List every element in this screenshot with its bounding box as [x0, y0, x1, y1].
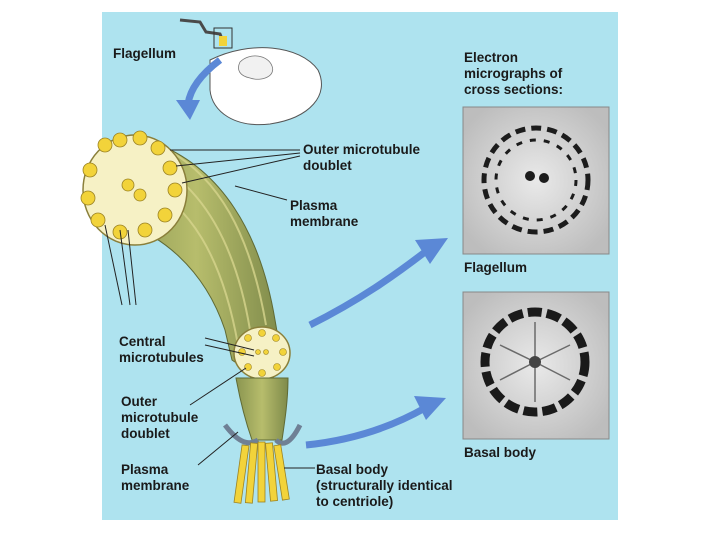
label-plasma-membrane-bottom: Plasma membrane [121, 462, 190, 493]
micrograph-flagellum [462, 106, 610, 255]
label-flagellum: Flagellum [113, 46, 177, 61]
flagellum-base-mark [219, 36, 227, 46]
cell-body [209, 47, 322, 126]
zoom-box [213, 27, 233, 49]
label-plasma-membrane-top: Plasma membrane [290, 198, 359, 229]
label-central-microtubules: Central microtubules [119, 334, 204, 365]
lower-shaft [235, 377, 289, 441]
arrow-to-flagellum-em [308, 249, 428, 329]
label-basal-body: Basal body (structurally identical to ce… [316, 462, 453, 509]
label-outer-doublet-top: Outer microtubule doublet [303, 142, 421, 173]
small-flagellum [179, 18, 226, 45]
micrograph-basal-body [462, 291, 610, 440]
zoom-arrow-head [176, 100, 200, 120]
caption-em-flagellum: Flagellum [464, 260, 528, 275]
label-outer-doublet-bottom: Outer microtubule doublet [121, 394, 199, 441]
membrane-collar [223, 423, 303, 446]
arrow-to-flagellum-em-head [415, 238, 448, 264]
caption-em-basal-body: Basal body [464, 445, 537, 460]
cross-section-top [80, 130, 188, 246]
basal-body [233, 441, 290, 504]
leader-lines [104, 149, 315, 469]
label-em-heading: Electron micrographs of cross sections: [464, 50, 564, 97]
arrow-to-basal-em-head [414, 396, 446, 420]
arrow-to-basal-em [305, 404, 427, 449]
